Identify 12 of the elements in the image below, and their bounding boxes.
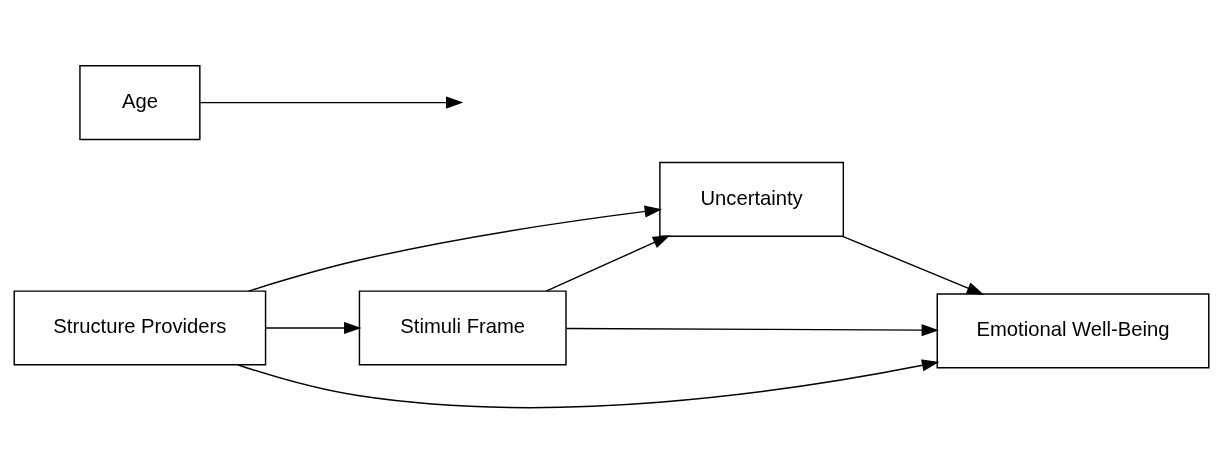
node-box: Uncertainty: [659, 161, 845, 237]
node-box: Emotional Well-Being: [936, 293, 1210, 369]
arrow: [265, 321, 362, 334]
arrow: [237, 359, 940, 409]
arrow: [841, 235, 985, 295]
node-box: Structure Providers: [13, 290, 267, 366]
arrow: [247, 205, 662, 292]
arrow: [199, 96, 464, 109]
node-box: Age: [79, 65, 201, 141]
arrow: [565, 324, 939, 337]
node-box: Stimuli Frame: [358, 290, 567, 366]
arrow: [545, 235, 671, 292]
